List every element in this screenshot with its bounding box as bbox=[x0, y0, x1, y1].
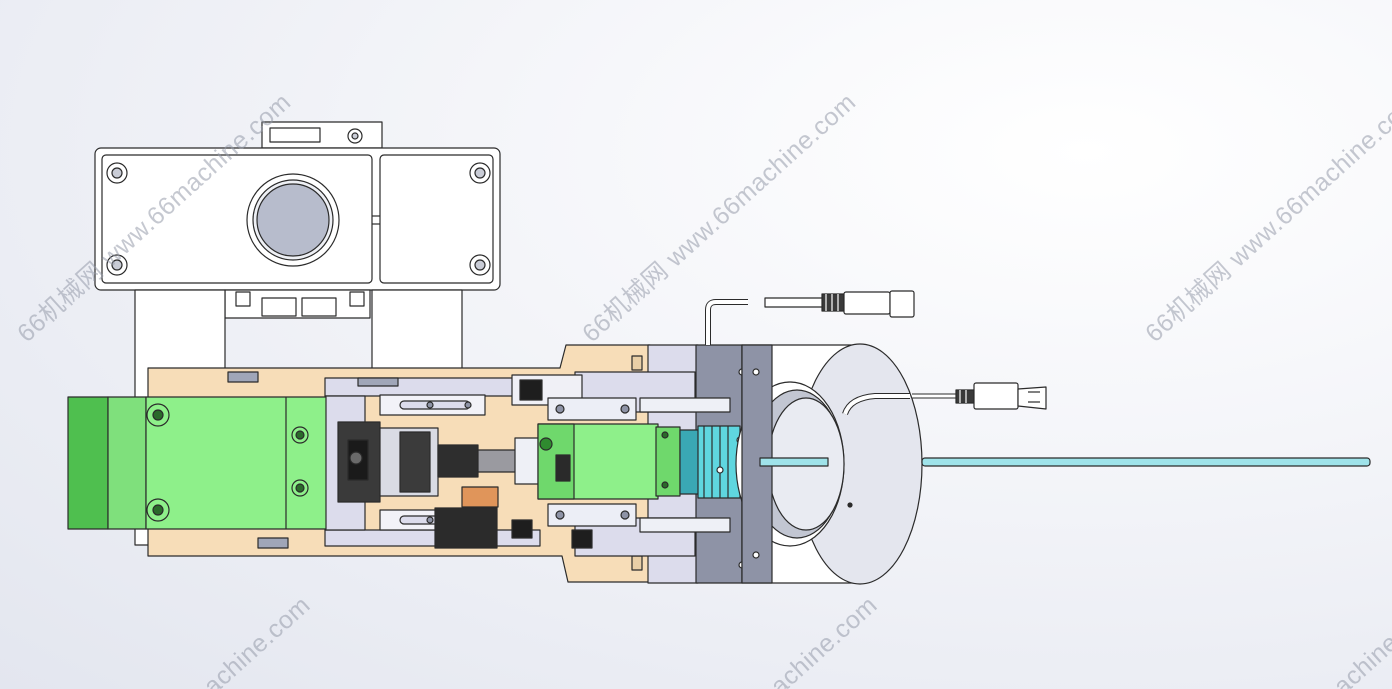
camera-cable[interactable] bbox=[705, 299, 748, 345]
drive-motor-block[interactable] bbox=[67, 396, 327, 530]
connector-icon[interactable] bbox=[764, 290, 915, 318]
shaft-coupling[interactable] bbox=[337, 421, 546, 549]
ring-light[interactable] bbox=[735, 343, 923, 585]
pipe-clamp-block[interactable] bbox=[94, 121, 501, 319]
drill-icon[interactable] bbox=[759, 457, 1371, 467]
ring-light-cable[interactable] bbox=[842, 393, 958, 416]
camera-module[interactable] bbox=[537, 397, 681, 527]
usb-plug-icon[interactable] bbox=[955, 382, 1047, 410]
